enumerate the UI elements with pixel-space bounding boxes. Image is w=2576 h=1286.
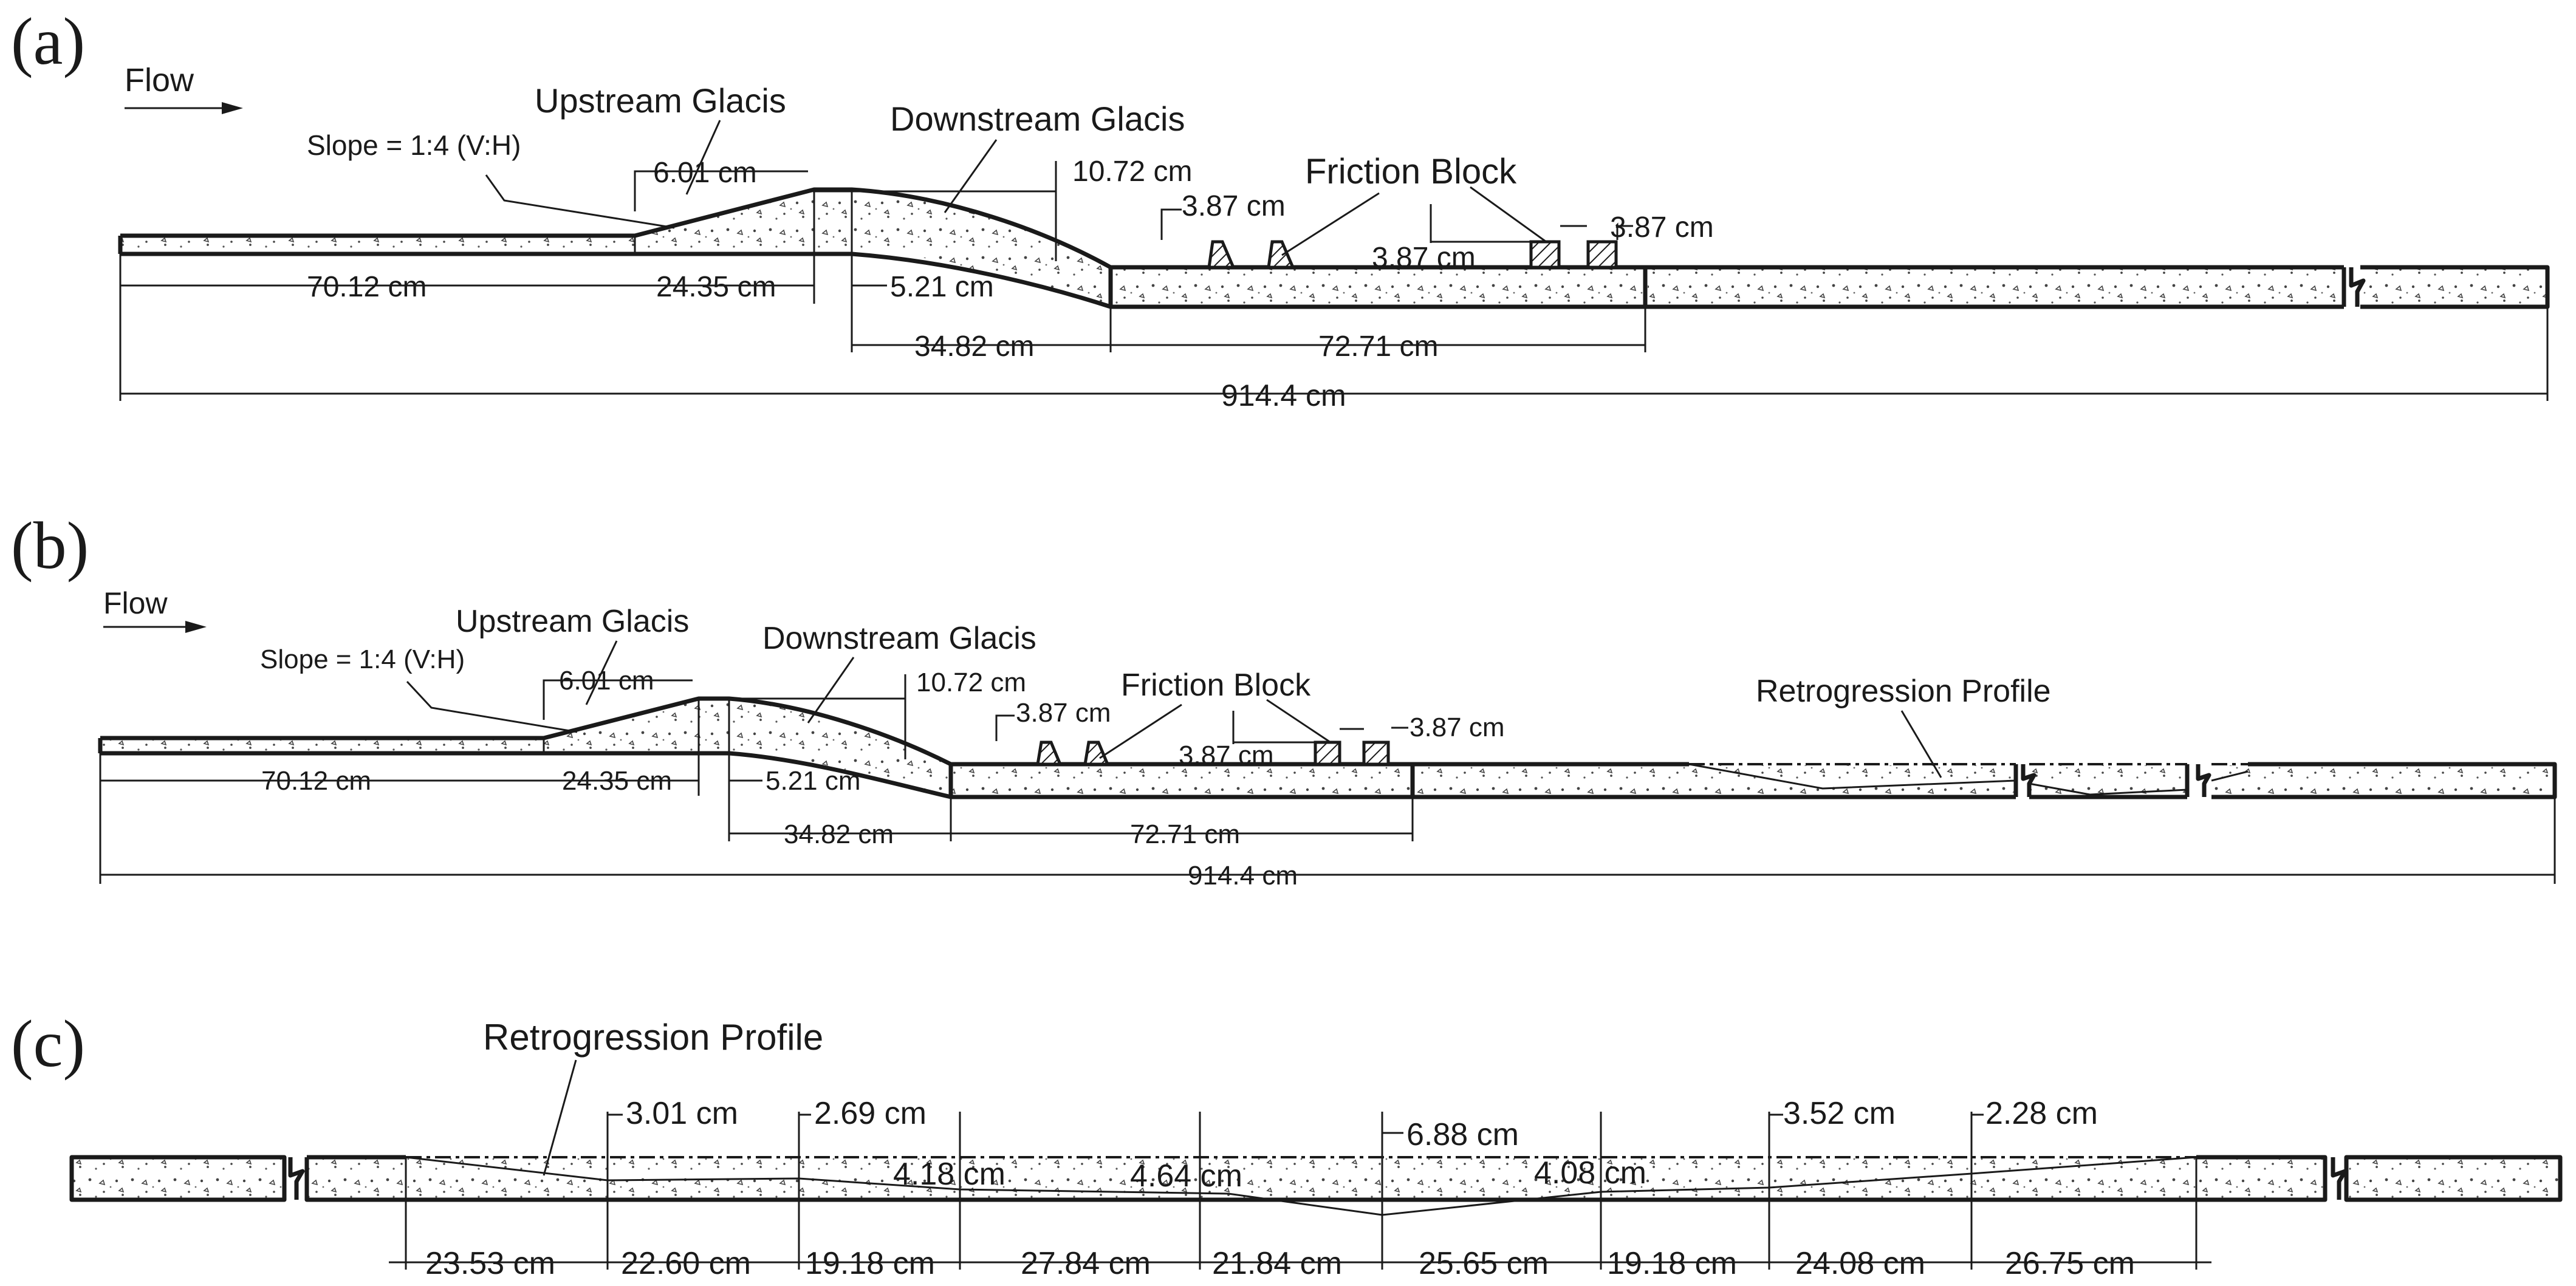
channel-left-c [72, 1157, 284, 1200]
dim-crest-len-b: 5.21 cm [766, 766, 861, 796]
depth-mid-3: 4.08 cm [1534, 1155, 1646, 1191]
dim-upstream-len-a: 70.12 cm [307, 271, 426, 303]
slope-label-a: Slope = 1:4 (V:H) [307, 129, 521, 161]
channel-segment-b [1416, 765, 2016, 797]
dim-block-h-left-b: 3.87 cm [1016, 698, 1111, 728]
length-9: 26.75 cm [2005, 1246, 2135, 1281]
retrogression-line-b [1688, 763, 2249, 796]
profile-outline-a [118, 187, 2550, 309]
dim-block-h-left-a: 3.87 cm [1182, 190, 1286, 222]
flow-arrow-icon [125, 102, 243, 114]
dim-up-glacis-len-b: 24.35 cm [562, 766, 672, 796]
dim-total-len-b: 914.4 cm [1188, 861, 1298, 891]
flow-arrow-icon [103, 621, 207, 633]
upstream-glacis-label-b: Upstream Glacis [456, 604, 689, 639]
concrete-slab-a [120, 190, 1645, 307]
dim-total-len-a: 914.4 cm [1221, 378, 1346, 412]
panel-a: (a) Flow [11, 4, 2550, 412]
depth-top-5: 2.28 cm [1985, 1096, 2098, 1131]
channel-right-c [2346, 1157, 2560, 1200]
dim-basin-len-a: 72.71 cm [1318, 330, 1438, 363]
depth-top-2: 2.69 cm [814, 1096, 927, 1131]
profile-outline-c [69, 1155, 2563, 1202]
dim-crest-len-a: 5.21 cm [890, 271, 994, 303]
dim-down-glacis-len-a: 34.82 cm [914, 330, 1034, 363]
panel-b: (b) Flow [11, 508, 2557, 891]
panel-b-label: (b) [11, 508, 89, 583]
dim-down-drop-b: 10.72 cm [916, 668, 1026, 697]
depth-top-3: 6.88 cm [1406, 1117, 1519, 1152]
channel-main-c [307, 1157, 2325, 1200]
dim-block-gap-b: 3.87 cm [1179, 740, 1274, 770]
length-1: 23.53 cm [425, 1246, 555, 1281]
retrogression-line-c [405, 1156, 2197, 1216]
dim-basin-len-b: 72.71 cm [1130, 819, 1240, 849]
dim-down-drop-a: 10.72 cm [1072, 156, 1192, 188]
dim-upstream-len-b: 70.12 cm [261, 766, 371, 796]
retrogression-label-c: Retrogression Profile [483, 1017, 823, 1058]
dim-block-gap-a: 3.87 cm [1372, 242, 1476, 274]
length-4: 27.84 cm [1021, 1246, 1151, 1281]
friction-block-label-b: Friction Block [1121, 668, 1311, 703]
friction-blocks-b [1036, 740, 1390, 766]
slope-label-b: Slope = 1:4 (V:H) [260, 645, 465, 674]
flow-label-b: Flow [103, 586, 168, 620]
channel-end-a [2360, 268, 2547, 306]
dim-block-h-right-a: 3.87 cm [1610, 211, 1714, 244]
length-2: 22.60 cm [621, 1246, 751, 1281]
downstream-glacis-label-b: Downstream Glacis [762, 621, 1036, 656]
downstream-glacis-label-a: Downstream Glacis [890, 100, 1185, 138]
dim-down-glacis-len-b: 34.82 cm [784, 819, 894, 849]
depth-mid-1: 4.18 cm [893, 1157, 1005, 1192]
dim-up-rise-b: 6.01 cm [559, 666, 654, 696]
dim-up-rise-a: 6.01 cm [653, 157, 757, 189]
length-6: 25.65 cm [1419, 1246, 1549, 1281]
depth-top-4: 3.52 cm [1783, 1096, 1896, 1131]
panel-a-label: (a) [11, 4, 85, 78]
length-5: 21.84 cm [1212, 1246, 1342, 1281]
channel-end-b [2211, 765, 2555, 797]
retrogression-label-b: Retrogression Profile [1756, 674, 2051, 709]
length-7: 19.18 cm [1607, 1246, 1737, 1281]
length-3: 19.18 cm [805, 1246, 935, 1281]
dim-block-h-right-b: 3.87 cm [1410, 713, 1505, 742]
length-dims-c: 23.53 cm 22.60 cm 19.18 cm 27.84 cm 21.8… [425, 1246, 2135, 1281]
depth-mid-2: 4.64 cm [1130, 1158, 1242, 1194]
flow-label-a: Flow [125, 62, 194, 98]
depth-top-1: 3.01 cm [626, 1096, 738, 1131]
concrete-slab-b [100, 699, 1413, 797]
panel-c-label: (c) [11, 1007, 85, 1081]
friction-block-label-a: Friction Block [1305, 152, 1517, 191]
dim-up-glacis-len-a: 24.35 cm [656, 271, 776, 303]
channel-segment-a [1648, 268, 2344, 306]
length-8: 24.08 cm [1795, 1246, 1925, 1281]
panel-c: (c) Retrogression Profile [11, 1007, 2563, 1281]
friction-blocks-a [1207, 240, 1618, 269]
upstream-glacis-label-a: Upstream Glacis [535, 81, 786, 120]
channel-middle-b [2029, 765, 2187, 797]
